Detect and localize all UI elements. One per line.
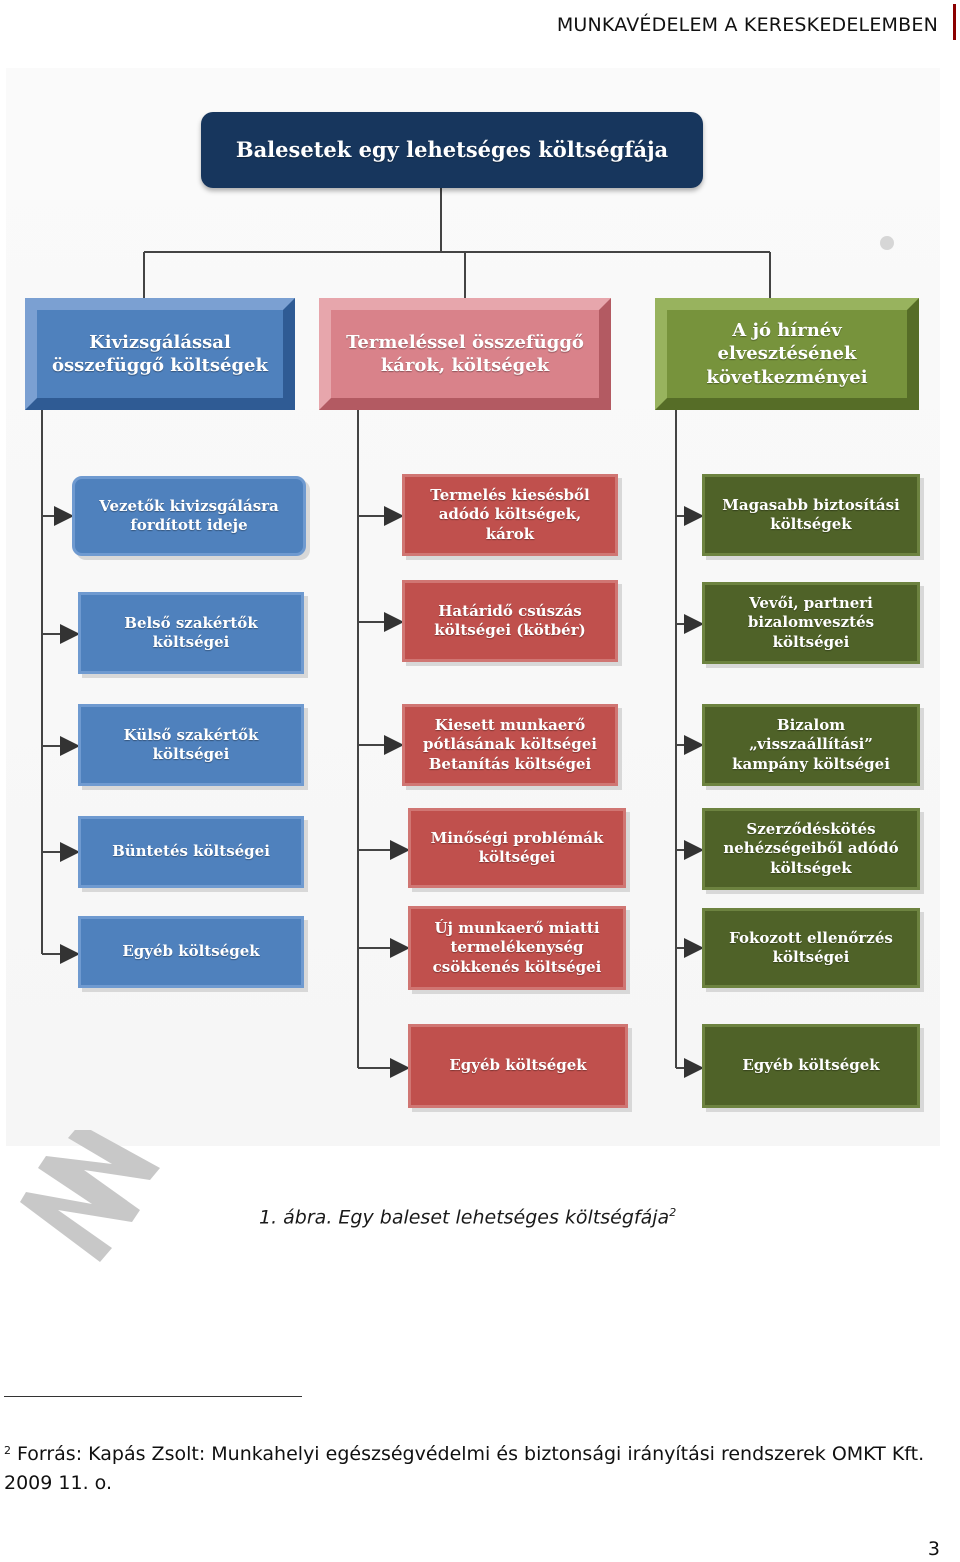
figure-caption: 1. ábra. Egy baleset lehetséges költségf… <box>259 1206 677 1229</box>
diagram-root-node: Balesetek egy lehetséges költségfája <box>201 112 703 188</box>
green-item-contract-difficulties: Szerződéskötés nehézségeiből adódó költs… <box>702 808 920 890</box>
blue-item-external-experts: Külső szakértők költségei <box>78 704 304 786</box>
category-investigation-costs: Kivizsgálással összefüggő költségek <box>25 298 295 410</box>
caption-footnote-marker: 2 <box>669 1206 677 1219</box>
category-reputation-consequences: A jó hírnév elvesztésének következményei <box>655 298 919 410</box>
green-item-other-costs: Egyéb költségek <box>702 1024 920 1108</box>
footnote-marker: 2 <box>4 1444 11 1457</box>
category-label: A jó hírnév elvesztésének következményei <box>706 319 868 388</box>
blue-item-penalty-costs: Büntetés költségei <box>78 816 304 888</box>
diagram-connectors <box>41 188 771 1078</box>
blue-item-other-costs: Egyéb költségek <box>78 916 304 988</box>
blue-item-internal-experts: Belső szakértők költségei <box>78 592 304 674</box>
green-item-trust-campaign: Bizalom „visszaállítási” kampány költség… <box>702 704 920 786</box>
red-item-workforce-replacement: Kiesett munkaerő pótlásának költségei Be… <box>402 704 618 786</box>
decorative-dot <box>880 236 894 250</box>
red-item-quality-problems: Minőségi problémák költségei <box>408 808 626 888</box>
root-label: Balesetek egy lehetséges költségfája <box>235 137 669 163</box>
footnote-separator <box>4 1396 302 1397</box>
category-label: Kivizsgálással összefüggő költségek <box>52 331 268 376</box>
blue-item-management-time: Vezetők kivizsgálásra fordított ideje <box>72 476 306 556</box>
red-item-production-loss: Termelés kiesésből adódó költségek, káro… <box>402 474 618 556</box>
red-item-other-costs: Egyéb költségek <box>408 1024 628 1108</box>
running-header: MUNKAVÉDELEM A KERESKEDELEMBEN <box>556 14 938 36</box>
category-production-costs: Termeléssel összefüggő károk, költségek <box>319 298 611 410</box>
red-item-deadline-penalty: Határidő csúszás költségei (kötbér) <box>402 580 618 662</box>
watermark-fragment <box>20 1130 160 1262</box>
header-accent-bar <box>953 4 956 40</box>
footnote-text: Forrás: Kapás Zsolt: Munkahelyi egészség… <box>4 1443 925 1495</box>
red-item-productivity-decline: Új munkaerő miatti termelékenység csökke… <box>408 906 626 990</box>
green-item-insurance-costs: Magasabb biztosítási költségek <box>702 474 920 556</box>
category-label: Termeléssel összefüggő károk, költségek <box>346 331 584 376</box>
green-item-trust-loss: Vevői, partneri bizalomvesztés költségei <box>702 582 920 664</box>
green-item-increased-inspection: Fokozott ellenőrzés költségei <box>702 908 920 988</box>
page-number: 3 <box>927 1538 940 1560</box>
